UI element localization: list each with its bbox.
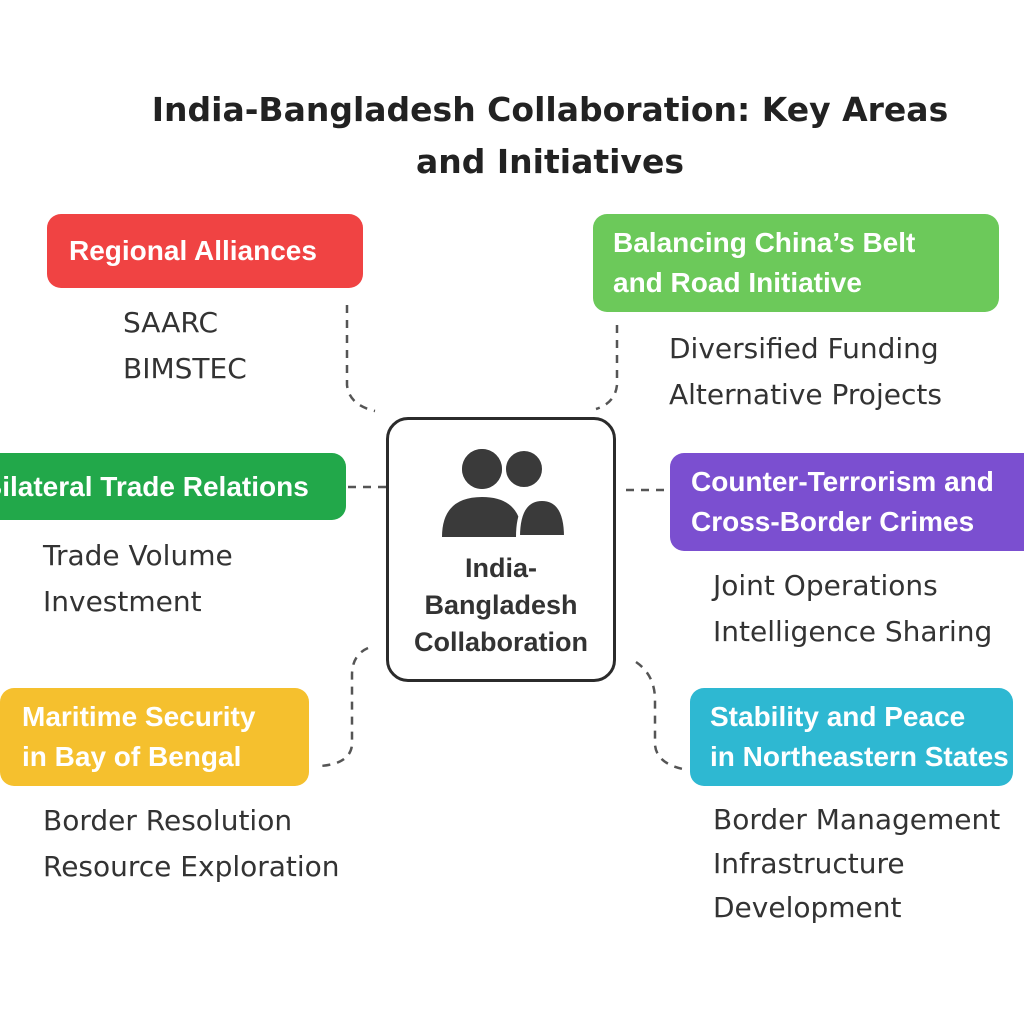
node-title-line: Bilateral Trade Relations [0,470,309,502]
maritime-security-node: Maritime Security in Bay of Bengal [0,688,309,786]
connector-regional [345,305,376,413]
northeast-stability-items: Border Management Infrastructure Develop… [713,798,1000,930]
list-item: Alternative Projects [669,378,942,411]
node-title-line: Balancing China’s Belt [613,227,916,258]
center-label-line: Collaboration [414,627,588,657]
bilateral-trade-node: Bilateral Trade Relations [0,453,346,520]
list-item: Development [713,891,902,924]
bilateral-trade-items: Trade Volume Investment [43,533,233,625]
list-item: SAARC [123,306,218,339]
connector-maritime [319,646,369,768]
list-item: Intelligence Sharing [713,615,993,648]
list-item: Infrastructure [713,847,905,880]
node-title-line: Stability and Peace [710,701,966,732]
china-bri-items: Diversified Funding Alternative Projects [669,326,942,418]
node-title-line: Counter-Terrorism and [691,466,994,497]
title-line-2: and Initiatives [416,142,684,181]
node-title-line: in Bay of Bengal [22,741,242,772]
regional-alliances-node: Regional Alliances [47,214,363,288]
node-title-line: in Northeastern States [710,741,1009,772]
list-item: Investment [43,585,202,618]
list-item: Trade Volume [43,539,233,572]
china-bri-node: Balancing China’s Belt and Road Initiati… [593,214,999,312]
diagram-title: India-Bangladesh Collaboration: Key Area… [100,84,1000,188]
people-icon [442,447,569,539]
list-item: Border Management [713,803,1001,836]
node-title-line: and Road Initiative [613,267,862,298]
center-label: India- Bangladesh Collaboration [389,550,613,661]
node-title-line: Cross-Border Crimes [691,506,975,537]
center-label-line: Bangladesh [424,590,578,620]
counter-terrorism-items: Joint Operations Intelligence Sharing [713,563,992,655]
node-title-line: Regional Alliances [69,235,317,266]
node-title-line: Maritime Security [22,701,256,732]
center-node: India- Bangladesh Collaboration [386,417,616,682]
list-item: Border Resolution [43,804,293,837]
regional-alliances-items: SAARC BIMSTEC [123,300,247,392]
list-item: Joint Operations [713,569,938,602]
center-label-line: India- [465,553,537,583]
northeast-stability-node: Stability and Peace in Northeastern Stat… [690,688,1013,786]
connector-china [595,325,619,411]
list-item: Diversified Funding [669,332,939,365]
title-line-1: India-Bangladesh Collaboration: Key Area… [151,90,949,129]
maritime-security-items: Border Resolution Resource Exploration [43,798,340,890]
connector-northeast [635,660,689,772]
counter-terrorism-node: Counter-Terrorism and Cross-Border Crime… [670,453,1024,551]
list-item: Resource Exploration [43,850,340,883]
list-item: BIMSTEC [123,352,247,385]
